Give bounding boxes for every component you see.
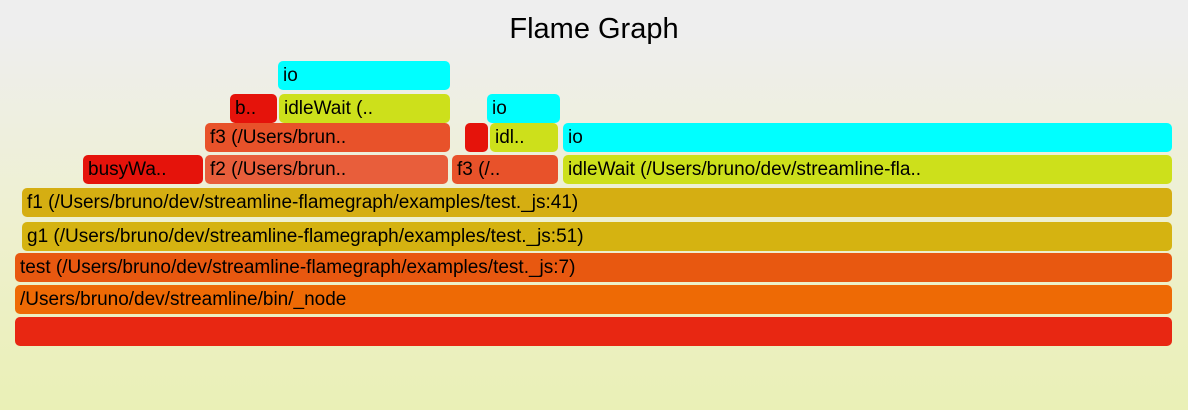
- frame-idlewait-truncated-depth6[interactable]: idl..: [490, 123, 558, 152]
- frame-label: io: [492, 99, 507, 118]
- frame-label: idleWait (/Users/bruno/dev/streamline-fl…: [568, 160, 922, 179]
- frame-idlewait-wide-depth5[interactable]: idleWait (/Users/bruno/dev/streamline-fl…: [563, 155, 1172, 184]
- frame-busywait-depth5[interactable]: busyWa..: [83, 155, 203, 184]
- frame-label: f3 (/..: [457, 160, 501, 179]
- frame-io-wide-depth6[interactable]: io: [563, 123, 1172, 152]
- frame-f3-truncated-depth5[interactable]: f3 (/..: [452, 155, 558, 184]
- frame-test-depth2[interactable]: test (/Users/bruno/dev/streamline-flameg…: [15, 253, 1172, 282]
- frame-busywait-truncated-depth7[interactable]: b..: [230, 94, 277, 123]
- frame-io-depth8[interactable]: io: [278, 61, 450, 90]
- frame-label: test (/Users/bruno/dev/streamline-flameg…: [20, 258, 576, 277]
- frame-f1-depth4[interactable]: f1 (/Users/bruno/dev/streamline-flamegra…: [22, 188, 1172, 217]
- frame-f2-depth5[interactable]: f2 (/Users/brun..: [205, 155, 448, 184]
- frame-io-right-depth7[interactable]: io: [487, 94, 560, 123]
- frame-label: io: [568, 128, 583, 147]
- frame-label: idl..: [495, 128, 525, 147]
- frame-idlewait-depth7[interactable]: idleWait (..: [279, 94, 450, 123]
- frame-g1-depth3[interactable]: g1 (/Users/bruno/dev/streamline-flamegra…: [22, 222, 1172, 251]
- frame-root-depth0[interactable]: [15, 317, 1172, 346]
- frame-f3-depth6[interactable]: f3 (/Users/brun..: [205, 123, 450, 152]
- frame-label: f3 (/Users/brun..: [210, 128, 347, 147]
- frame-label: io: [283, 66, 298, 85]
- frame-label: f2 (/Users/brun..: [210, 160, 347, 179]
- page-title: Flame Graph: [509, 13, 679, 45]
- frame-label: busyWa..: [88, 160, 167, 179]
- frame-label: f1 (/Users/bruno/dev/streamline-flamegra…: [27, 193, 579, 212]
- frame-label: idleWait (..: [284, 99, 374, 118]
- frame-node-depth1[interactable]: /Users/bruno/dev/streamline/bin/_node: [15, 285, 1172, 314]
- frame-label: g1 (/Users/bruno/dev/streamline-flamegra…: [27, 227, 584, 246]
- frame-label: b..: [235, 99, 257, 118]
- frame-busywait-small-depth6[interactable]: [465, 123, 488, 152]
- frame-label: /Users/bruno/dev/streamline/bin/_node: [20, 290, 347, 309]
